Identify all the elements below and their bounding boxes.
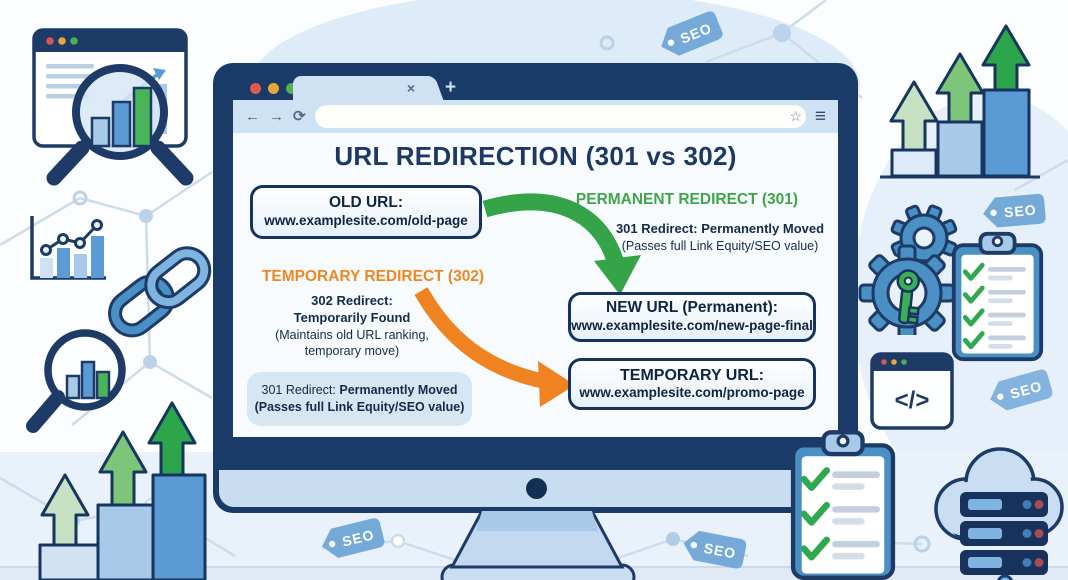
- note-301-line2: (Passes full Link Equity/SEO value): [254, 400, 465, 414]
- redirect-301-note: 301 Redirect: Permanently Moved (Passes …: [247, 372, 472, 426]
- note-301-bold: Permanently Moved: [339, 383, 458, 398]
- old-url-box: OLD URL: www.examplesite.com/old-page: [250, 185, 482, 239]
- address-bar: ← → ⟳ ☆ ≡: [233, 100, 838, 133]
- back-icon[interactable]: ←: [245, 108, 260, 125]
- close-window-icon[interactable]: [250, 83, 261, 94]
- new-url-value: www.examplesite.com/new-page-final: [571, 317, 813, 333]
- temporary-url-label: TEMPORARY URL:: [620, 366, 764, 384]
- key-icon: [896, 269, 921, 325]
- maximize-window-icon[interactable]: [286, 83, 297, 94]
- gears-key-icon: [858, 204, 958, 335]
- page-title: URL REDIRECTION (301 vs 302): [334, 141, 737, 171]
- temporary-desc-note-1: (Maintains old URL ranking,: [275, 327, 429, 342]
- analytics-browser-icon: [32, 28, 194, 186]
- seo-tag-icon: SEO: [983, 193, 1046, 228]
- bookmark-star-icon[interactable]: ☆: [789, 108, 802, 124]
- monitor-stand: [440, 509, 636, 580]
- permanent-desc-note: (Passes full Link Equity/SEO value): [621, 238, 819, 253]
- check-rows: [962, 262, 1026, 350]
- monitor-camera-icon: [526, 478, 547, 499]
- temporary-redirect-arrow: [414, 287, 575, 407]
- old-url-label: OLD URL:: [328, 194, 404, 212]
- seo-tag-icon: SEO: [661, 11, 723, 56]
- browser-tab[interactable]: ×: [293, 76, 425, 100]
- forward-icon[interactable]: →: [269, 108, 284, 125]
- seo-tag-icon: SEO: [990, 369, 1053, 411]
- permanent-desc-bold: 301 Redirect: Permanently Moved: [615, 221, 825, 236]
- big-gear-icon: [858, 244, 956, 335]
- seo-tag-label: SEO: [340, 526, 375, 549]
- check-rows: [800, 467, 880, 561]
- permanent-redirect-heading: PERMANENT REDIRECT (301): [575, 191, 799, 208]
- refresh-icon[interactable]: ⟳: [293, 108, 306, 125]
- magnifier-bars-icon: [26, 329, 126, 433]
- seo-tag-label: SEO: [703, 540, 738, 562]
- temporary-url-value: www.examplesite.com/promo-page: [579, 385, 805, 401]
- address-input[interactable]: [314, 105, 807, 128]
- temporary-desc-bold-2: Temporarily Found: [293, 309, 411, 325]
- monitor-chin: [219, 470, 852, 507]
- minimize-window-icon[interactable]: [268, 83, 279, 94]
- checklist-clipboard-bottom-icon: [790, 430, 896, 580]
- note-301-prefix: 301 Redirect:: [261, 383, 340, 398]
- temporary-desc-note-2: temporary move): [304, 344, 400, 359]
- menu-icon[interactable]: ≡: [814, 106, 826, 127]
- code-symbol: </>: [895, 387, 930, 414]
- cloud-servers-icon: [934, 447, 1064, 580]
- checklist-clipboard-icon: [951, 231, 1044, 362]
- seo-tag-label: SEO: [1003, 202, 1037, 221]
- server-racks: [960, 492, 1048, 575]
- flow-arrows: [414, 193, 641, 407]
- growth-bars-right-icon: [880, 24, 1040, 179]
- new-url-label: NEW URL (Permanent):: [606, 299, 778, 317]
- temporary-desc-bold-1: 302 Redirect:: [311, 293, 393, 308]
- tab-close-icon[interactable]: ×: [406, 80, 415, 96]
- permanent-redirect-desc: 301 Redirect: Permanently Moved (Passes …: [585, 221, 855, 254]
- traffic-lights: [250, 83, 297, 94]
- monitor: × + ← → ⟳ ☆ ≡ URL REDIRECTION (301 vs 30…: [213, 63, 858, 513]
- code-window-icon: </>: [870, 352, 954, 430]
- temporary-redirect-heading: TEMPORARY REDIRECT (302): [261, 268, 485, 285]
- permanent-redirect-arrow: [482, 193, 641, 295]
- temporary-redirect-desc: 302 Redirect: Temporarily Found (Maintai…: [242, 293, 462, 359]
- seo-tag-icon: SEO: [683, 530, 747, 569]
- new-url-box: NEW URL (Permanent): www.examplesite.com…: [568, 292, 816, 342]
- new-tab-button[interactable]: +: [445, 77, 457, 98]
- growth-bars-left-icon: [38, 401, 207, 580]
- link-chain-icon: [108, 246, 212, 338]
- old-url-value: www.examplesite.com/old-page: [264, 212, 468, 228]
- seo-tag-icon: SEO: [321, 518, 385, 558]
- page-content: URL REDIRECTION (301 vs 302) OLD URL: ww…: [233, 133, 838, 437]
- trend-chart-icon: [30, 216, 106, 280]
- temporary-url-box: TEMPORARY URL: www.examplesite.com/promo…: [568, 358, 816, 410]
